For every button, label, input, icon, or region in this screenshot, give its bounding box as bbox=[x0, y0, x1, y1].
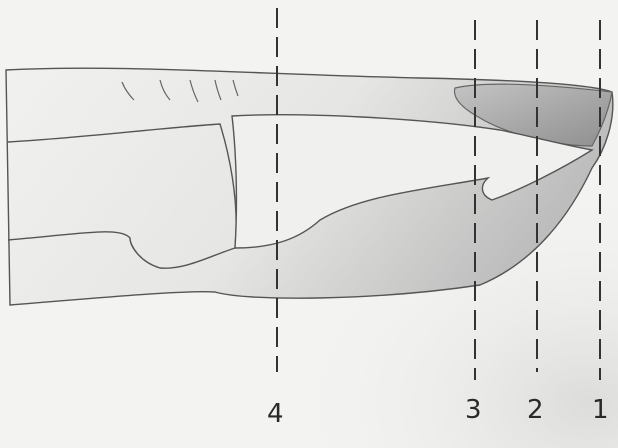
cut-label-1: 1 bbox=[592, 395, 609, 425]
cut-label-4: 4 bbox=[267, 399, 284, 429]
cut-label-2: 2 bbox=[527, 395, 544, 425]
cut-label-3: 3 bbox=[465, 395, 482, 425]
